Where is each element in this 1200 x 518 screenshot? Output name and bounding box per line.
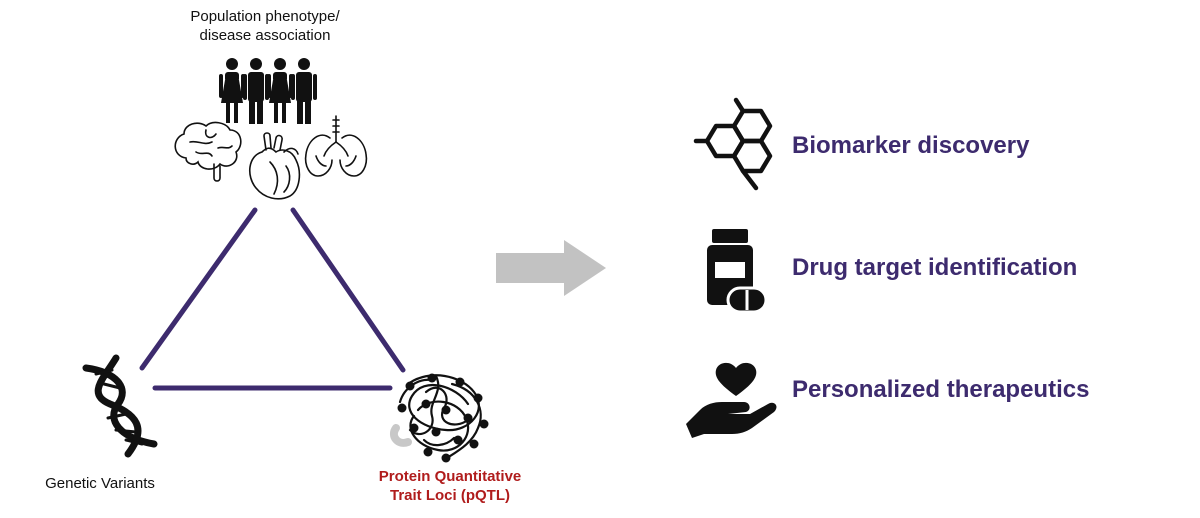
triangle-edges: [139, 207, 406, 391]
right-arrow-icon: [496, 240, 606, 296]
protein-network-icon: [389, 373, 489, 463]
edge-top-left: [139, 207, 258, 371]
application-label-therapeutics: Personalized therapeutics: [792, 376, 1090, 403]
dna-icon: [82, 354, 158, 458]
application-label-drug-target: Drug target identification: [792, 254, 1078, 281]
molecule-icon: [693, 97, 773, 191]
heart-hand-icon: [686, 362, 777, 438]
population-label-line-2: disease association: [199, 26, 331, 44]
pqtl-label-line-2: Trait Loci (pQTL): [390, 486, 510, 504]
pqtl-label: Protein Quantitative Trait Loci (pQTL): [350, 468, 550, 506]
population-label-line-1: Population phenotype/: [190, 8, 340, 25]
heart-icon: [249, 132, 301, 200]
application-label-biomarker: Biomarker discovery: [792, 132, 1030, 159]
edge-top-right: [290, 207, 406, 373]
people-icon: [219, 58, 317, 124]
population-phenotype-label: Population phenotype/ disease associatio…: [150, 8, 380, 46]
pill-bottle-icon: [707, 229, 768, 314]
pqtl-label-line-1: Protein Quantitative: [378, 468, 522, 485]
genetic-variants-label: Genetic Variants: [45, 475, 155, 492]
lungs-icon: [304, 115, 368, 177]
brain-icon: [174, 121, 242, 182]
